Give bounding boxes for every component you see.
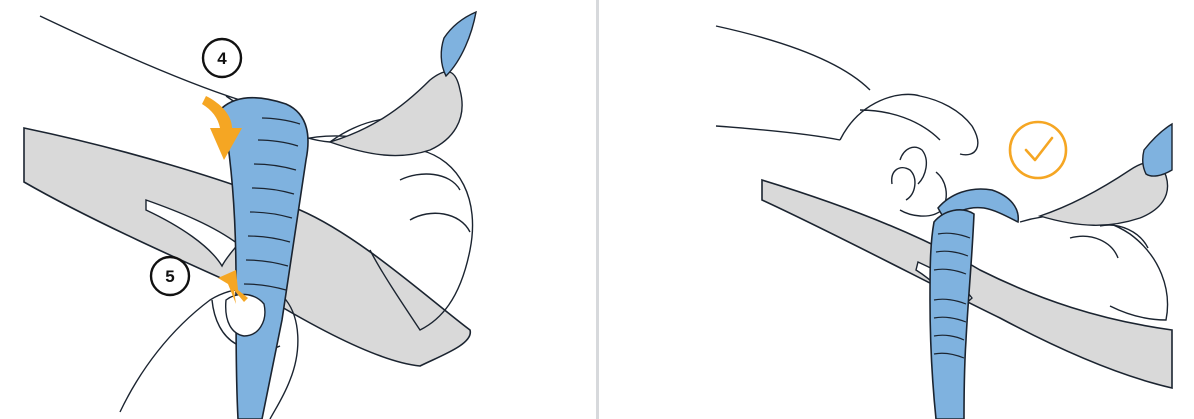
step-badge-5: 5 <box>151 257 189 295</box>
strap-secured-illustration <box>600 0 1194 419</box>
completed-illustration <box>600 0 1194 419</box>
check-icon <box>1010 122 1066 178</box>
strap-tail <box>441 12 476 76</box>
strap-right <box>930 210 974 419</box>
pulling-hand <box>892 147 947 216</box>
arm-outline-right <box>716 26 978 155</box>
strap-tail-right <box>1143 124 1172 176</box>
surface-corner <box>330 72 462 156</box>
step-badge-4: 4 <box>203 39 241 77</box>
panel-divider <box>596 0 599 419</box>
step-number-5: 5 <box>165 267 174 286</box>
strap-insertion-illustration: 4 5 <box>0 0 596 419</box>
step-number-4: 4 <box>217 49 227 68</box>
step-4-5-illustration: 4 5 <box>0 0 596 419</box>
